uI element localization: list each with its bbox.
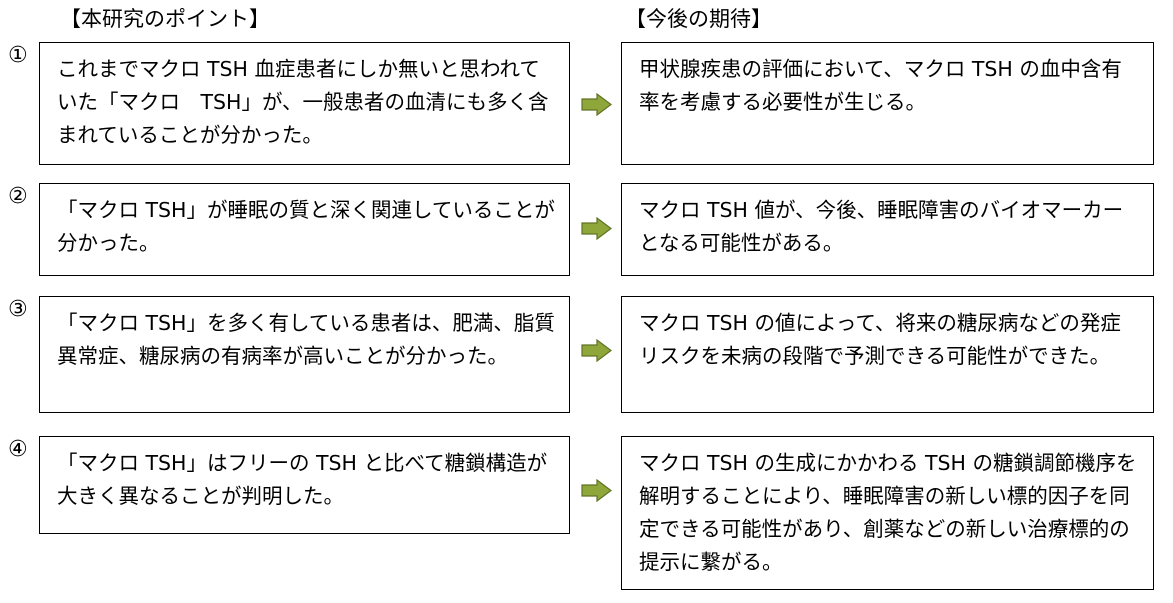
expectation-box-1: 甲状腺疾患の評価において、マクロ TSH の血中含有率を考慮する必要性が生じる。	[621, 42, 1154, 165]
right-arrow-icon	[581, 217, 612, 240]
right-arrow-icon	[581, 479, 612, 502]
point-box-1: これまでマクロ TSH 血症患者にしか無いと思われていた「マクロ TSH」が、一…	[39, 42, 570, 165]
points-heading: 【本研究のポイント】	[60, 7, 270, 31]
expectation-box-3: マクロ TSH の値によって、将来の糖尿病などの発症リスクを未病の段階で予測でき…	[621, 296, 1154, 413]
point-box-2: 「マクロ TSH」が睡眠の質と深く関連していることが分かった。	[39, 183, 570, 276]
right-arrow-icon	[581, 93, 612, 116]
row-number-4: ④	[8, 437, 28, 462]
row-number-2: ②	[8, 184, 28, 209]
point-box-3: 「マクロ TSH」を多く有している患者は、肥満、脂質異常症、糖尿病の有病率が高い…	[39, 296, 570, 413]
expectation-box-2: マクロ TSH 値が、今後、睡眠障害のバイオマーカーとなる可能性がある。	[621, 183, 1154, 276]
expectations-heading: 【今後の期待】	[625, 7, 772, 31]
expectation-box-4: マクロ TSH の生成にかかわる TSH の糖鎖調節機序を解明することにより、睡…	[621, 436, 1154, 590]
point-box-4: 「マクロ TSH」はフリーの TSH と比べて糖鎖構造が大きく異なることが判明し…	[39, 436, 570, 534]
row-number-1: ①	[8, 43, 28, 68]
row-number-3: ③	[8, 297, 28, 322]
right-arrow-icon	[581, 339, 612, 362]
